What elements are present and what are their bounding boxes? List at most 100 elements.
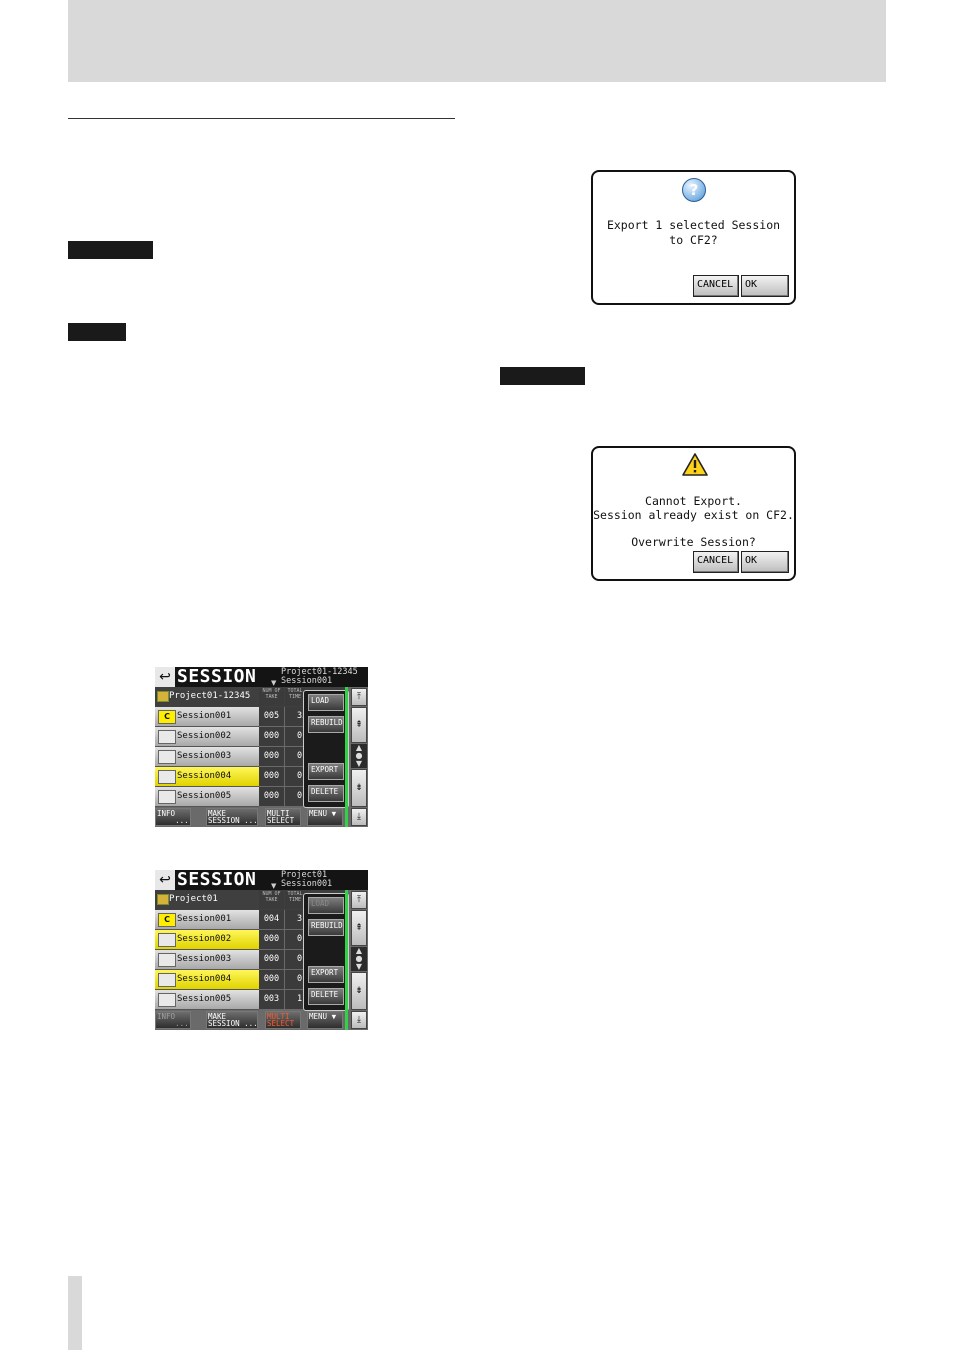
scroll-bottom-icon[interactable]: ⤓ (351, 1011, 367, 1029)
dialog-message-line3: Overwrite Session? (631, 535, 756, 549)
session-name: Session004 (177, 974, 232, 984)
total-time: 0 (285, 950, 305, 969)
col-header-take: NUM OF TAKE (259, 891, 284, 909)
table-row[interactable]: Session004 (155, 970, 259, 990)
page-header-band (68, 0, 886, 82)
page-up-icon[interactable]: ⇞ (351, 707, 367, 743)
section-rule (68, 118, 455, 119)
total-time: 1 (285, 990, 305, 1009)
session-name: Session003 (177, 954, 232, 964)
current-session: Session001 (281, 676, 333, 686)
delete-button[interactable]: DELETE (308, 988, 344, 1005)
dialog-message-line1: Export 1 selected Session (606, 218, 781, 232)
export-button[interactable]: EXPORT (308, 966, 344, 983)
current-project: Project01 (281, 870, 328, 880)
folder-icon (158, 993, 176, 1007)
table-row[interactable]: Session003 (155, 747, 259, 767)
table-row[interactable]: Session005 (155, 990, 259, 1010)
page-title: SESSION (177, 667, 257, 687)
take-count: 005 (259, 707, 284, 726)
make-session-button[interactable]: MAKE SESSION ... (206, 808, 258, 826)
total-time: 0 (285, 767, 305, 786)
session-name: Session001 (177, 711, 232, 721)
question-icon: ? (682, 178, 706, 202)
page-title: SESSION (177, 870, 257, 890)
current-session: Session001 (281, 879, 333, 889)
multi-select-button[interactable]: MULTI SELECT (265, 808, 301, 826)
ok-button[interactable]: OK (741, 275, 789, 297)
scroll-top-icon[interactable]: ⤒ (351, 891, 367, 909)
current-session-badge: C (158, 710, 176, 724)
ok-button[interactable]: OK (741, 551, 789, 573)
cancel-button[interactable]: CANCEL (693, 275, 739, 297)
folder-icon (158, 953, 176, 967)
menu-button[interactable]: MENU ▼ (307, 808, 343, 826)
title-bar (155, 870, 368, 890)
take-count: 000 (259, 727, 284, 746)
load-button[interactable]: LOAD (308, 694, 344, 711)
take-count: 000 (259, 930, 284, 949)
page-up-icon[interactable]: ⇞ (351, 910, 367, 946)
folder-icon (158, 790, 176, 804)
back-button[interactable]: ↩ (155, 870, 175, 890)
rebuild-button[interactable]: REBUILD (308, 919, 344, 936)
project-name: Project01-12345 (169, 691, 251, 701)
session-name: Session001 (177, 914, 232, 924)
session-name: Session002 (177, 731, 232, 741)
table-row[interactable]: Session004 (155, 767, 259, 787)
total-time: 0 (285, 787, 305, 806)
total-time: 35 (285, 707, 305, 726)
session-name: Session005 (177, 791, 232, 801)
folder-icon (158, 770, 176, 784)
folder-icon (158, 933, 176, 947)
table-row[interactable]: Session003 (155, 950, 259, 970)
multi-select-button[interactable]: MULTI SELECT (265, 1011, 301, 1029)
delete-button[interactable]: DELETE (308, 785, 344, 802)
project-folder-icon (157, 691, 169, 702)
scroll-indicator (345, 890, 348, 1030)
export-confirm-dialog: ? Export 1 selected Session to CF2? CANC… (591, 170, 796, 305)
cancel-button[interactable]: CANCEL (693, 551, 739, 573)
table-row[interactable]: Session002 (155, 727, 259, 747)
scroll-indicator (345, 687, 348, 827)
current-project: Project01-12345 (281, 667, 358, 677)
info-button[interactable]: INFO ... (155, 1011, 191, 1029)
folder-icon (158, 973, 176, 987)
rebuild-button[interactable]: REBUILD (308, 716, 344, 733)
col-header-time: TOTAL TIME (285, 891, 305, 909)
scroll-thumb-icon[interactable]: ▲●▼ (351, 744, 367, 768)
dialog-message-line1: Cannot Export. (645, 494, 742, 508)
session-name: Session002 (177, 934, 232, 944)
page-edge-bar (68, 1276, 82, 1350)
make-session-button[interactable]: MAKE SESSION ... (206, 1011, 258, 1029)
take-count: 000 (259, 970, 284, 989)
menu-button[interactable]: MENU ▼ (307, 1011, 343, 1029)
take-count: 000 (259, 950, 284, 969)
scroll-bottom-icon[interactable]: ⤓ (351, 808, 367, 826)
info-button[interactable]: INFO ... (155, 808, 191, 826)
warning-icon (682, 453, 708, 476)
load-button[interactable]: LOAD (308, 897, 344, 914)
total-time: 3 (285, 910, 305, 929)
total-time: 0 (285, 930, 305, 949)
back-button[interactable]: ↩ (155, 667, 175, 687)
page-down-icon[interactable]: ⇟ (351, 769, 367, 807)
caution-label-block-2 (500, 367, 585, 385)
dialog-message-line2: Session already exist on CF2. (593, 508, 794, 522)
table-row[interactable]: Session005 (155, 787, 259, 807)
scroll-thumb-icon[interactable]: ▲●▼ (351, 947, 367, 971)
total-time: 0 (285, 747, 305, 766)
export-button[interactable]: EXPORT (308, 763, 344, 780)
page-down-icon[interactable]: ⇟ (351, 972, 367, 1010)
note-label-block (68, 323, 126, 341)
take-count: 000 (259, 787, 284, 806)
session-name: Session004 (177, 771, 232, 781)
caution-label-block (68, 241, 153, 259)
scroll-top-icon[interactable]: ⤒ (351, 688, 367, 706)
current-session-badge: C (158, 913, 176, 927)
overwrite-dialog: Cannot Export. Session already exist on … (591, 446, 796, 581)
take-count: 000 (259, 767, 284, 786)
table-row[interactable]: Session002 (155, 930, 259, 950)
